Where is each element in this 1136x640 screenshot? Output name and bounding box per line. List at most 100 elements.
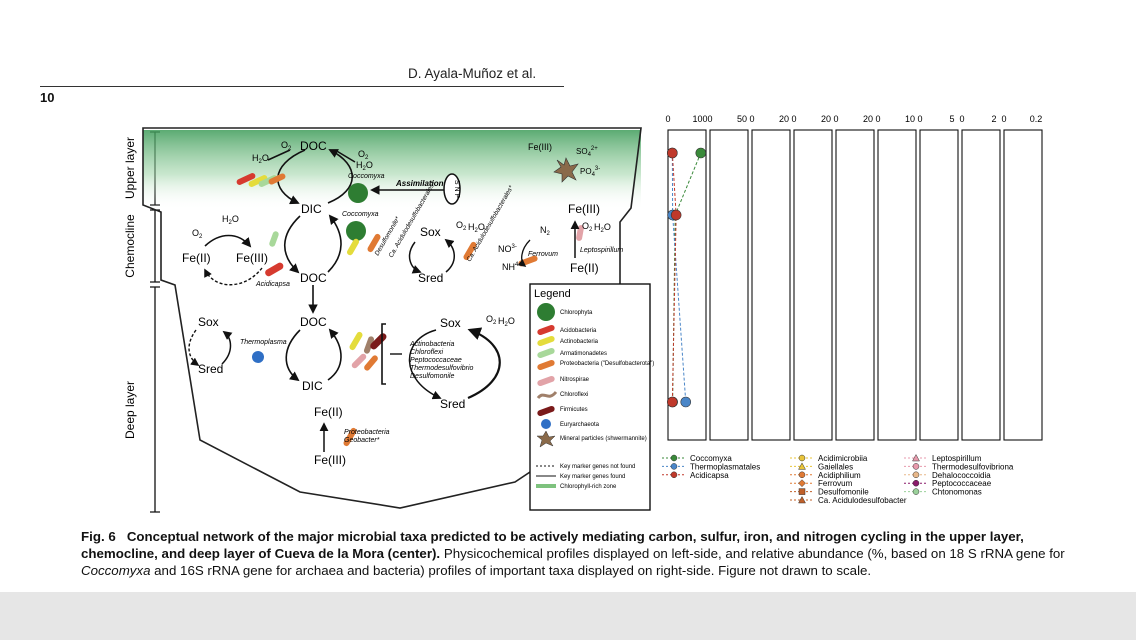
svg-text:Chloroflexi: Chloroflexi [560,392,588,398]
svg-text:Actinobacteria: Actinobacteria [560,339,599,345]
caption-text-1: Physicochemical profiles displayed on le… [440,546,1065,561]
deep-right-arrow-down [408,329,442,400]
profile-tick: 0 [707,114,712,124]
coccomyxa-upper [348,183,368,203]
profile-tick: 0 [959,114,964,124]
legend-entry: Acidimicrobiia [818,454,868,463]
sox-chemocline: Sox [420,225,441,239]
coccomyxa-chemocline [346,221,366,241]
h2o-right: H2O [594,222,611,234]
leptospirillum-label: Leptospirillum [580,247,623,254]
legend-entry: Acidicapsa [690,471,729,480]
sox-deep-left: Sox [198,315,219,329]
po4-label: PO43- [580,166,600,178]
doc-top: DOC [300,139,327,153]
svg-text:Chlorophyll-rich zone: Chlorophyll-rich zone [560,484,617,490]
assimilation-label: Assimilation [395,179,444,188]
profile-tick: 10 [905,114,915,124]
profile-panel-4 [793,129,833,441]
deep-cycle-left [285,329,301,382]
thermoplasma-cell [252,351,264,363]
svg-text:Desulfomonile: Desulfomonile [410,373,454,380]
legend-entry: Ca. Acidulodesulfobacter [818,496,907,505]
profile-tick: 0 [791,114,796,124]
sox-deep-right: Sox [440,316,461,330]
n2-label: N2 [540,225,551,237]
profile-tick: 50 [737,114,747,124]
fe3-right: Fe(III) [568,202,600,216]
sred-deep-left: Sred [198,362,223,376]
header-rule [40,86,564,88]
paper-page: D. Ayala-Muñoz et al. 10 Upper layer Che… [0,0,1136,592]
proteobacteria-deep [343,427,357,447]
legend-entry: Desulfomonile [818,488,869,497]
profile-point [680,396,692,408]
svg-text:Thermodesulfovibrio: Thermodesulfovibrio [410,365,474,372]
sred-chemocline: Sred [418,271,443,285]
o2-upper-left: O2 [281,140,292,152]
h2o-deep: H2O [498,316,515,328]
dic-deep: DIC [302,379,323,393]
svg-text:Chlorophyta: Chlorophyta [560,310,593,316]
fe3-chemocline: Fe(III) [236,251,268,265]
profile-legend: CoccomyxaThermoplasmatalesAcidicapsaAcid… [662,453,1014,505]
upper-carbon-cycle [267,149,356,205]
diagram-legend: Legend Chlorophyta Acidobacteria Actinob… [529,283,654,511]
deep-left-arrow-up [221,330,233,365]
svg-text:Mineral particles (shwermannit: Mineral particles (shwermannite) [560,436,647,442]
svg-text:Actinobacteria: Actinobacteria [409,341,454,348]
profile-point [670,209,682,221]
profile-tick: 2 [991,114,996,124]
h2o-fe: H2O [222,214,239,226]
label-upper-layer: Upper layer [123,137,137,199]
legend-marker [798,488,806,495]
profile-panel-1 [667,129,707,441]
fe-reduction-arrow [204,267,263,286]
deep-right-arrow-up [467,327,501,400]
profile-point [667,396,678,408]
dic-top: DIC [301,202,322,216]
profile-panel-9 [1003,129,1043,441]
profile-tick: 20 [821,114,831,124]
legend-marker [798,454,806,462]
legend-marker [798,479,806,488]
fe2-deep: Fe(II) [314,405,343,419]
sred-deep-right: Sred [440,397,465,411]
legend-marker [912,488,920,495]
profile-line [672,152,702,403]
legend-entry: Dehalococcoidia [932,471,991,480]
svg-text:Proteobacteria ("Desulfobacter: Proteobacteria ("Desulfobacterota") [560,361,654,367]
profile-tick: 0 [833,114,838,124]
legend-marker [670,454,678,462]
fe3-deep: Fe(III) [314,453,346,467]
fe-oxidation-arrow [204,234,252,248]
h2o-sulfur: H2O [468,222,485,234]
legend-marker [912,453,920,462]
label-deep-layer: Deep layer [123,381,137,439]
caption-label: Fig. 6 [81,529,116,544]
legend-marker [912,463,920,470]
viewer-bottom-strip [0,592,1136,640]
fe2-right: Fe(II) [570,261,599,275]
doc-chemocline: DOC [300,271,327,285]
legend-title: Legend [534,288,571,300]
chemocline-taxa [265,225,584,277]
svg-text:Armatimonadetes: Armatimonadetes [560,351,607,357]
snp-node [443,173,461,205]
figure-6: Upper layer Chemocline Deep layer DOC DI… [123,114,1043,513]
svg-text:Acidobacteria: Acidobacteria [560,328,597,334]
o2-fe: O2 [192,228,203,240]
acidicapsa-label: Acidicapsa [255,281,290,288]
profile-panel-8 [961,129,1001,441]
legend-entry: Leptospirillum [932,454,982,463]
legend-entry: Coccomyxa [690,454,732,463]
legend-entry: Gaiellales [818,462,853,471]
deep-left-arrow-down [188,329,200,366]
mineral-particle [553,157,579,183]
legend-marker [670,463,678,470]
thermoplasma-label: Thermoplasma [240,339,287,346]
fe2-chemocline: Fe(II) [182,251,211,265]
snp-label: S N P [453,180,460,199]
nh4-label: NH4+ [502,262,522,272]
sred-sox-arrow [444,238,455,273]
